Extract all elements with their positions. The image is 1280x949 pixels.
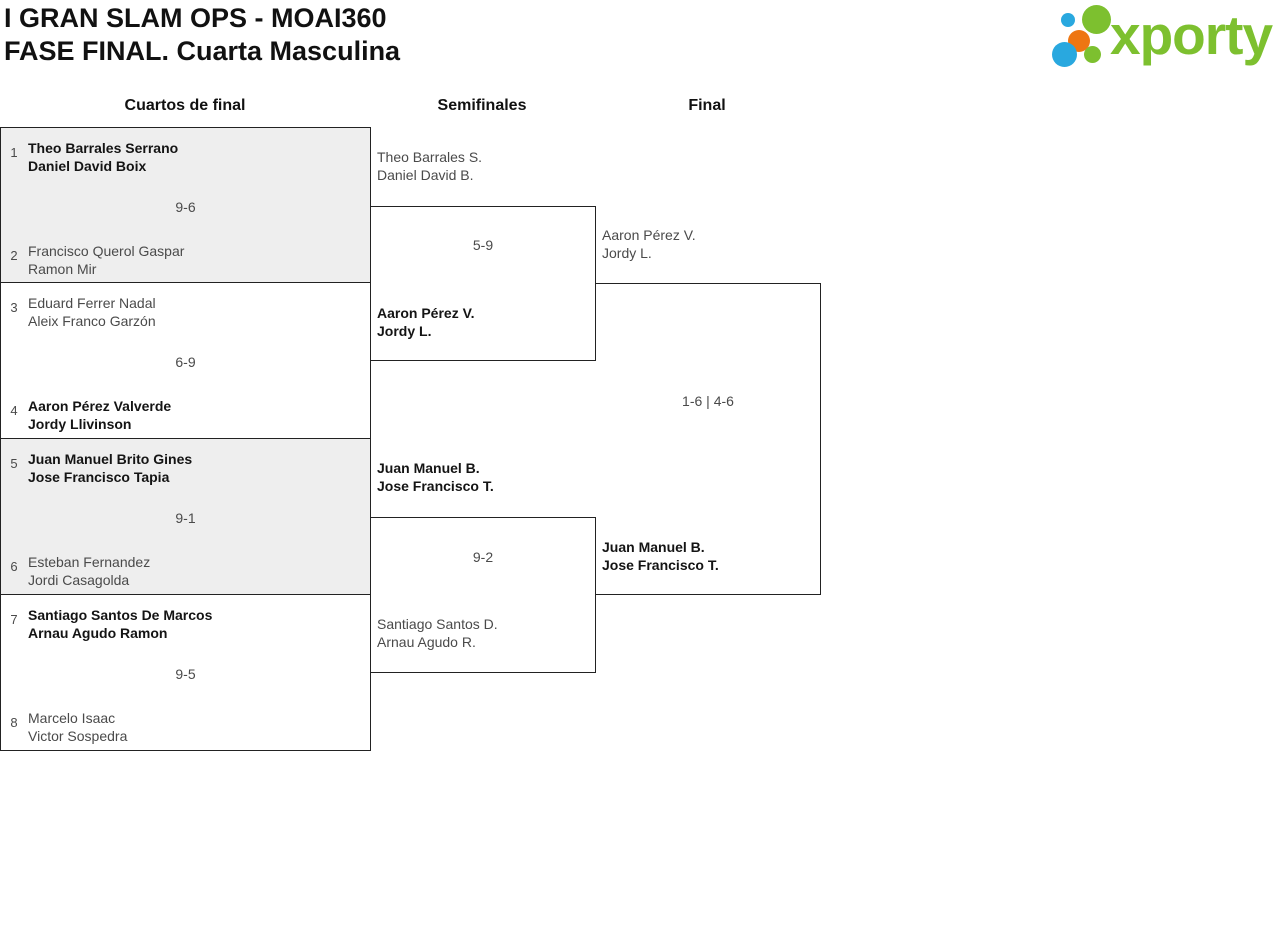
team-pair: Eduard Ferrer Nadal Aleix Franco Garzón xyxy=(28,294,156,330)
team-pair: Santiago Santos D. Arnau Agudo R. xyxy=(377,615,498,651)
match-score: 5-9 xyxy=(472,237,494,253)
logo-dot-icon xyxy=(1052,42,1077,67)
player-name: Ramon Mir xyxy=(28,261,97,277)
tournament-name: I GRAN SLAM OPS - MOAI360 xyxy=(4,3,387,33)
phase-name: FASE FINAL. Cuarta Masculina xyxy=(4,36,401,66)
player-name: Theo Barrales Serrano xyxy=(28,140,179,156)
logo-wordmark: xporty xyxy=(1110,4,1273,66)
player-name: Jose Francisco Tapia xyxy=(28,469,170,485)
player-name: Jordi Casagolda xyxy=(28,572,130,588)
player-name: Marcelo Isaac xyxy=(28,710,116,726)
player-name: Aaron Pérez V. xyxy=(377,305,475,321)
team-pair: Santiago Santos De Marcos Arnau Agudo Ra… xyxy=(28,606,212,642)
match-score: 1-6 | 4-6 xyxy=(682,393,734,409)
player-name: Juan Manuel B. xyxy=(602,539,705,555)
logo-dot-icon xyxy=(1082,5,1111,34)
match-score: 9-6 xyxy=(175,199,196,215)
player-name: Santiago Santos D. xyxy=(377,616,498,632)
player-name: Aaron Pérez Valverde xyxy=(28,398,172,414)
player-name: Jordy L. xyxy=(377,323,432,339)
player-name: Esteban Fernandez xyxy=(28,554,151,570)
team-pair: Francisco Querol Gaspar Ramon Mir xyxy=(28,242,184,278)
player-name: Aaron Pérez V. xyxy=(602,227,696,243)
seed-number: 5 xyxy=(10,456,18,471)
team-pair: Theo Barrales Serrano Daniel David Boix xyxy=(28,139,178,175)
player-name: Daniel David B. xyxy=(377,167,474,183)
player-name: Jose Francisco T. xyxy=(377,478,494,494)
logo-dot-icon xyxy=(1084,46,1101,63)
player-name: Jordy L. xyxy=(602,245,652,261)
match-quarterfinal-3[interactable]: 5 Juan Manuel Brito Gines Jose Francisco… xyxy=(0,438,371,595)
match-quarterfinal-2[interactable]: 3 Eduard Ferrer Nadal Aleix Franco Garzó… xyxy=(0,282,371,439)
seed-number: 3 xyxy=(10,300,18,315)
team-pair: Aaron Pérez V. Jordy L. xyxy=(602,226,696,262)
round-header-final: Final xyxy=(688,97,726,114)
logo-dot-icon xyxy=(1061,13,1075,27)
player-name: Theo Barrales S. xyxy=(377,149,483,165)
round-header-cuartos: Cuartos de final xyxy=(124,97,246,114)
round-header-semifinales: Semifinales xyxy=(437,97,527,114)
seed-number: 8 xyxy=(10,715,18,730)
match-quarterfinal-1[interactable]: 1 Theo Barrales Serrano Daniel David Boi… xyxy=(0,127,371,284)
team-pair: Juan Manuel Brito Gines Jose Francisco T… xyxy=(28,450,192,486)
player-name: Aleix Franco Garzón xyxy=(28,313,156,329)
page-title: I GRAN SLAM OPS - MOAI360 FASE FINAL. Cu… xyxy=(4,2,400,68)
player-name: Arnau Agudo Ramon xyxy=(28,625,168,641)
player-name: Arnau Agudo R. xyxy=(377,634,476,650)
player-name: Victor Sospedra xyxy=(28,728,128,744)
team-pair: Aaron Pérez Valverde Jordy Llivinson xyxy=(28,397,171,433)
player-name: Jordy Llivinson xyxy=(28,416,132,432)
team-pair: Theo Barrales S. Daniel David B. xyxy=(377,148,482,184)
match-score: 9-2 xyxy=(472,549,494,565)
match-score: 9-5 xyxy=(175,666,196,682)
team-pair: Juan Manuel B. Jose Francisco T. xyxy=(602,538,719,574)
team-pair: Marcelo Isaac Victor Sospedra xyxy=(28,709,127,745)
match-quarterfinal-4[interactable]: 7 Santiago Santos De Marcos Arnau Agudo … xyxy=(0,594,371,751)
player-name: Juan Manuel B. xyxy=(377,460,480,476)
seed-number: 6 xyxy=(10,559,18,574)
team-pair: Esteban Fernandez Jordi Casagolda xyxy=(28,553,150,589)
player-name: Daniel David Boix xyxy=(28,158,147,174)
seed-number: 2 xyxy=(10,248,18,263)
player-name: Jose Francisco T. xyxy=(602,557,719,573)
seed-number: 1 xyxy=(10,145,18,160)
player-name: Eduard Ferrer Nadal xyxy=(28,295,156,311)
seed-number: 7 xyxy=(10,612,18,627)
player-name: Francisco Querol Gaspar xyxy=(28,243,185,259)
player-name: Juan Manuel Brito Gines xyxy=(28,451,193,467)
match-score: 9-1 xyxy=(175,510,196,526)
team-pair: Aaron Pérez V. Jordy L. xyxy=(377,304,475,340)
match-semifinal-2[interactable] xyxy=(370,517,596,673)
match-final[interactable] xyxy=(595,283,821,595)
team-pair: Juan Manuel B. Jose Francisco T. xyxy=(377,459,494,495)
player-name: Santiago Santos De Marcos xyxy=(28,607,213,623)
match-score: 6-9 xyxy=(175,354,196,370)
seed-number: 4 xyxy=(10,403,18,418)
